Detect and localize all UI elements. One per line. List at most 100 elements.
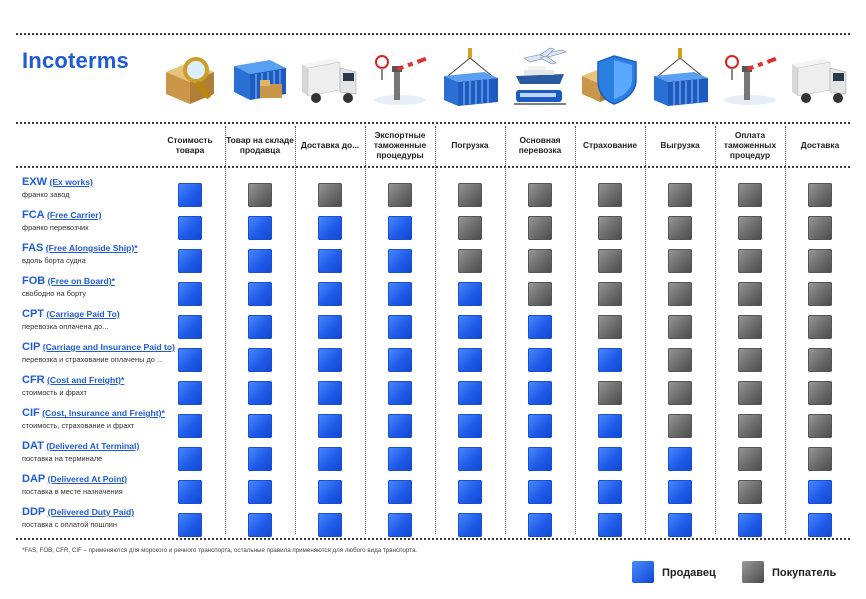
column-header: Доставка до... [300,140,360,150]
seller-cell [598,513,622,537]
buyer-cell [528,282,552,306]
row-term: DAT (Delivered At Terminal) [22,440,172,452]
term-english: (Free Alongside Ship)* [45,243,138,253]
buyer-cell [458,216,482,240]
term-russian: перевозка оплачена до... [22,322,109,331]
container-lift-icon [650,46,710,110]
seller-cell [318,348,342,372]
row-term: CIP (Carriage and Insurance Paid to) [22,341,176,353]
buyer-cell [668,315,692,339]
buyer-cell [738,480,762,504]
column-divider [225,126,226,534]
term-code: CFR [22,374,45,386]
seller-cell [178,381,202,405]
buyer-cell [738,447,762,471]
term-russian: франко завод [22,190,70,199]
row-term: FCA (Free Carrier) [22,209,172,221]
seller-cell [248,513,272,537]
row-term: DDP (Delivered Duty Paid) [22,506,172,518]
term-english: (Carriage Paid To) [46,309,120,319]
buyer-cell [808,348,832,372]
truck-icon [790,46,850,110]
term-english: (Delivered Duty Paid) [47,507,135,517]
seller-cell [178,282,202,306]
seller-cell [458,513,482,537]
seller-cell [458,315,482,339]
row-label: CFR (Cost and Freight)*стоимость и фрахт [22,374,172,397]
term-code: DAT [22,440,44,452]
seller-cell [598,414,622,438]
warehouse-pallets-icon [230,46,290,110]
row-label: EXW (Ex works) франко завод [22,176,172,199]
term-russian: поставка на терминале [22,454,103,463]
buyer-cell [738,348,762,372]
seller-cell [388,249,412,273]
row-label: DDP (Delivered Duty Paid)поставка с опла… [22,506,172,529]
seller-cell [808,480,832,504]
column-divider [435,126,436,534]
seller-cell [668,480,692,504]
seller-cell [178,513,202,537]
column-divider [575,126,576,534]
term-english: (Delivered At Point) [47,474,128,484]
seller-cell [318,447,342,471]
buyer-cell [738,315,762,339]
term-code: DDP [22,506,46,518]
seller-cell [248,348,272,372]
buyer-cell [808,249,832,273]
term-code: CIP [22,341,41,353]
buyer-cell [808,447,832,471]
column-header: Страхование [582,140,638,150]
column-header: Стоимость товара [167,135,213,155]
seller-cell [178,315,202,339]
term-code: FOB [22,275,46,287]
box-magnifier-icon [160,46,220,110]
seller-cell [178,414,202,438]
term-english: (Cost, Insurance and Freight)* [42,408,165,418]
seller-cell [808,513,832,537]
header-bottom-divider [16,166,850,168]
buyer-cell [808,183,832,207]
buyer-cell [738,249,762,273]
seller-cell [318,480,342,504]
buyer-cell [248,183,272,207]
page-title: Incoterms [22,48,129,73]
buyer-cell [458,183,482,207]
term-english: (Free on Board)* [47,276,115,286]
buyer-cell [668,249,692,273]
buyer-cell [738,216,762,240]
buyer-cell [738,282,762,306]
column-header: Оплата таможенных процедур [723,130,777,160]
buyer-cell [668,381,692,405]
row-term: DAP (Delivered At Point) [22,473,172,485]
term-english: (Delivered At Terminal) [46,441,140,451]
buyer-cell [668,414,692,438]
container-lift-icon [440,46,500,110]
term-code: EXW [22,176,48,188]
term-english: (Carriage and Insurance Paid to) [42,342,176,352]
seller-cell [318,216,342,240]
column-header: Доставка [800,140,840,150]
row-term: EXW (Ex works) [22,176,172,188]
column-header: Выгрузка [660,140,700,150]
seller-cell [458,414,482,438]
column-divider [365,126,366,534]
seller-cell [388,348,412,372]
seller-cell [178,216,202,240]
term-english: (Ex works) [49,177,93,187]
column-divider [295,126,296,534]
seller-cell [178,348,202,372]
seller-cell [458,447,482,471]
seller-cell [458,348,482,372]
row-label: CPT (Carriage Paid To) перевозка оплачена… [22,308,172,331]
row-label: CIF (Cost, Insurance and Freight)*стоимо… [22,407,172,430]
seller-cell [318,315,342,339]
seller-cell [318,282,342,306]
seller-cell [388,513,412,537]
term-code: CPT [22,308,44,320]
seller-cell [388,282,412,306]
buyer-cell [598,183,622,207]
seller-cell [528,381,552,405]
legend-seller-label: Продавец [662,567,716,579]
customs-barrier-icon [720,46,780,110]
